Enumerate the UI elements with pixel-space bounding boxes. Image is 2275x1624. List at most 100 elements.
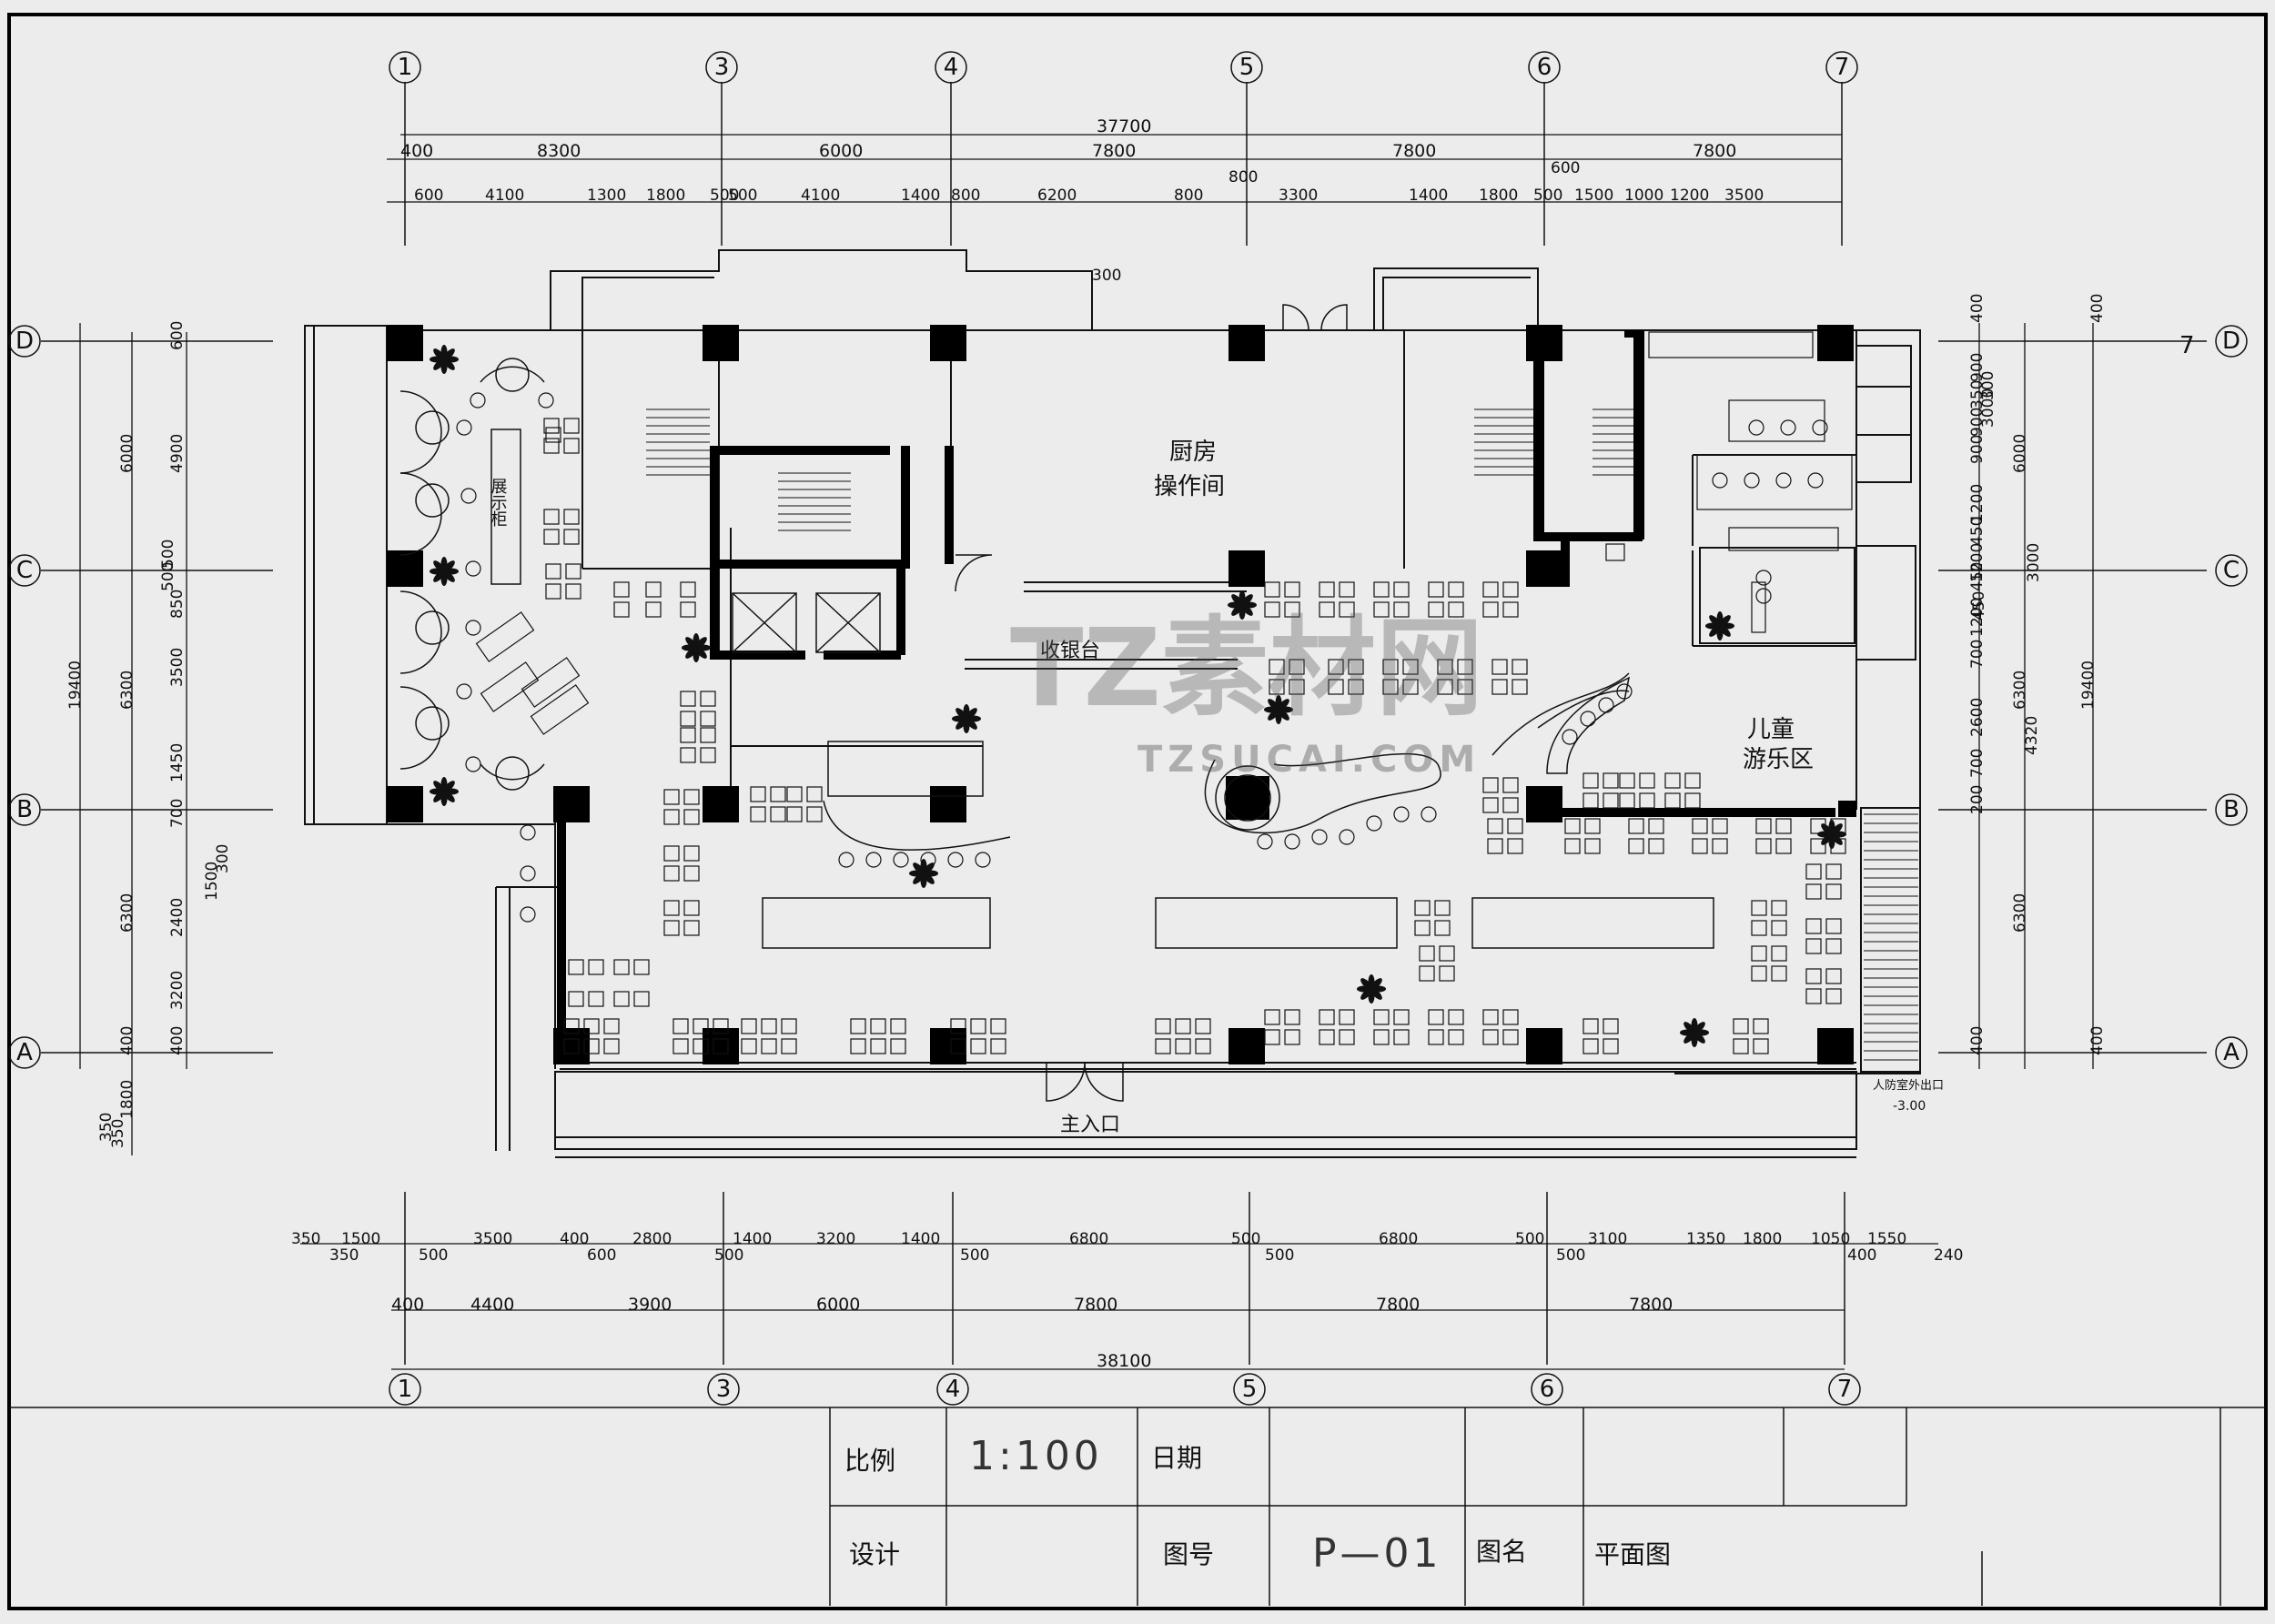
chair — [770, 806, 786, 822]
grid-label-B-right: B — [2223, 796, 2240, 823]
chair — [680, 691, 696, 707]
chair — [1339, 1009, 1355, 1025]
chair — [1348, 679, 1364, 695]
chair — [1603, 772, 1619, 789]
kids-counter — [1546, 676, 1631, 774]
dim-left-value: 19400 — [66, 661, 85, 710]
chair — [1439, 945, 1455, 962]
chair — [683, 865, 700, 882]
dim-top-row3-value: 500 — [710, 187, 739, 205]
room-label-kitchen-2: 操作间 — [1154, 473, 1225, 500]
chair — [1264, 581, 1280, 598]
room-label-cashier: 收银台 — [1040, 640, 1100, 662]
chair — [1414, 920, 1431, 936]
dim-top-row3-value: 600 — [1551, 159, 1580, 177]
chair — [1564, 818, 1581, 834]
dimension-lines-sides — [79, 323, 2094, 1155]
thick-walls — [557, 330, 1856, 1060]
chair — [1155, 1018, 1171, 1034]
chair — [613, 581, 630, 598]
chair — [1482, 581, 1499, 598]
chair — [1373, 581, 1390, 598]
dim-right-value: 400 — [2088, 1026, 2107, 1055]
dim-top-row3-value: 1300 — [587, 187, 626, 205]
dim-bottom-row1-value: 1550 — [1867, 1230, 1906, 1248]
dim-top-row3-value: 1800 — [1479, 187, 1518, 205]
chair — [1805, 863, 1822, 880]
chair — [1284, 1029, 1300, 1045]
dimension-lines-bottom — [300, 1243, 1938, 1370]
chair — [663, 809, 680, 825]
chair — [683, 845, 700, 862]
dim-right-value: 19400 — [2079, 661, 2098, 710]
chair — [1269, 659, 1285, 675]
chair — [990, 1018, 1006, 1034]
chair — [1339, 581, 1355, 598]
dim-bottom-row1-value: 600 — [587, 1246, 616, 1265]
dim-right-value: 400 — [2088, 294, 2107, 323]
chair — [970, 1038, 986, 1054]
grid-label-B-left: B — [16, 796, 33, 823]
dim-bottom-row2-value: 400 — [391, 1295, 424, 1315]
stool — [1284, 833, 1300, 850]
stool — [1339, 829, 1355, 845]
chair — [700, 727, 716, 743]
chair — [613, 601, 630, 618]
chair — [1502, 777, 1519, 793]
chair — [1733, 1018, 1749, 1034]
left-booths — [399, 358, 545, 791]
chair — [1582, 1018, 1599, 1034]
dim-top-row2-value: 6000 — [819, 141, 863, 161]
chair — [663, 920, 680, 936]
title-drawing-no-label: 图号 — [1163, 1539, 1214, 1569]
dim-right-value: 700 — [1968, 640, 1987, 669]
chair — [761, 1038, 777, 1054]
chair — [1755, 838, 1772, 854]
chair — [1648, 838, 1664, 854]
chair — [1805, 968, 1822, 984]
watermark: TZ素材网 TZSUCAI.COM — [1010, 605, 1483, 781]
dim-bottom-row1-value: 500 — [1556, 1246, 1585, 1265]
chair — [1419, 945, 1435, 962]
chair — [588, 991, 604, 1007]
dim-bottom-row1-value: 6800 — [1069, 1230, 1108, 1248]
chair — [1771, 900, 1787, 916]
chair — [713, 1018, 729, 1034]
dim-right-value: 350 — [1968, 380, 1987, 409]
chair — [850, 1038, 866, 1054]
chair — [1502, 1009, 1519, 1025]
dim-right-value: 1200 — [1968, 484, 1987, 523]
plant-icon — [1264, 695, 1293, 724]
chair — [603, 1018, 620, 1034]
dim-top-row2-value: 8300 — [537, 141, 581, 161]
dim-left-value: 700 — [168, 799, 187, 828]
grid-label-D-right: D — [2222, 328, 2240, 355]
exterior-stair — [1864, 813, 1918, 1061]
watermark-url: TZSUCAI.COM — [1138, 739, 1481, 781]
grid-label-C-left: C — [16, 557, 33, 584]
grid-label-6-bottom: 6 — [1540, 1376, 1555, 1403]
chair — [1805, 883, 1822, 900]
dim-top-row3-value: 300 — [1092, 267, 1121, 285]
grid-label-5-top: 5 — [1239, 54, 1255, 81]
room-label-kids-2: 游乐区 — [1743, 746, 1814, 773]
dim-left-value: 1800 — [118, 1080, 136, 1119]
grid-label-C-right: C — [2223, 557, 2240, 584]
chair — [1428, 1009, 1444, 1025]
chair — [1584, 838, 1601, 854]
dim-bottom-row1-value: 1400 — [733, 1230, 772, 1248]
dim-bottom-row1-value: 400 — [1847, 1246, 1876, 1265]
chair — [633, 959, 650, 975]
dim-left-value: 3200 — [168, 971, 187, 1010]
chair — [663, 900, 680, 916]
dim-right-value: 700 — [1968, 749, 1987, 778]
chair — [1692, 818, 1708, 834]
chair — [1482, 1009, 1499, 1025]
dim-top-row3-value: 1000 — [1624, 187, 1663, 205]
chair — [1437, 659, 1453, 675]
stool — [865, 852, 882, 868]
dim-top-row3-value: 1400 — [901, 187, 940, 205]
stool — [456, 683, 472, 700]
dim-bottom-row1-value: 1400 — [901, 1230, 940, 1248]
